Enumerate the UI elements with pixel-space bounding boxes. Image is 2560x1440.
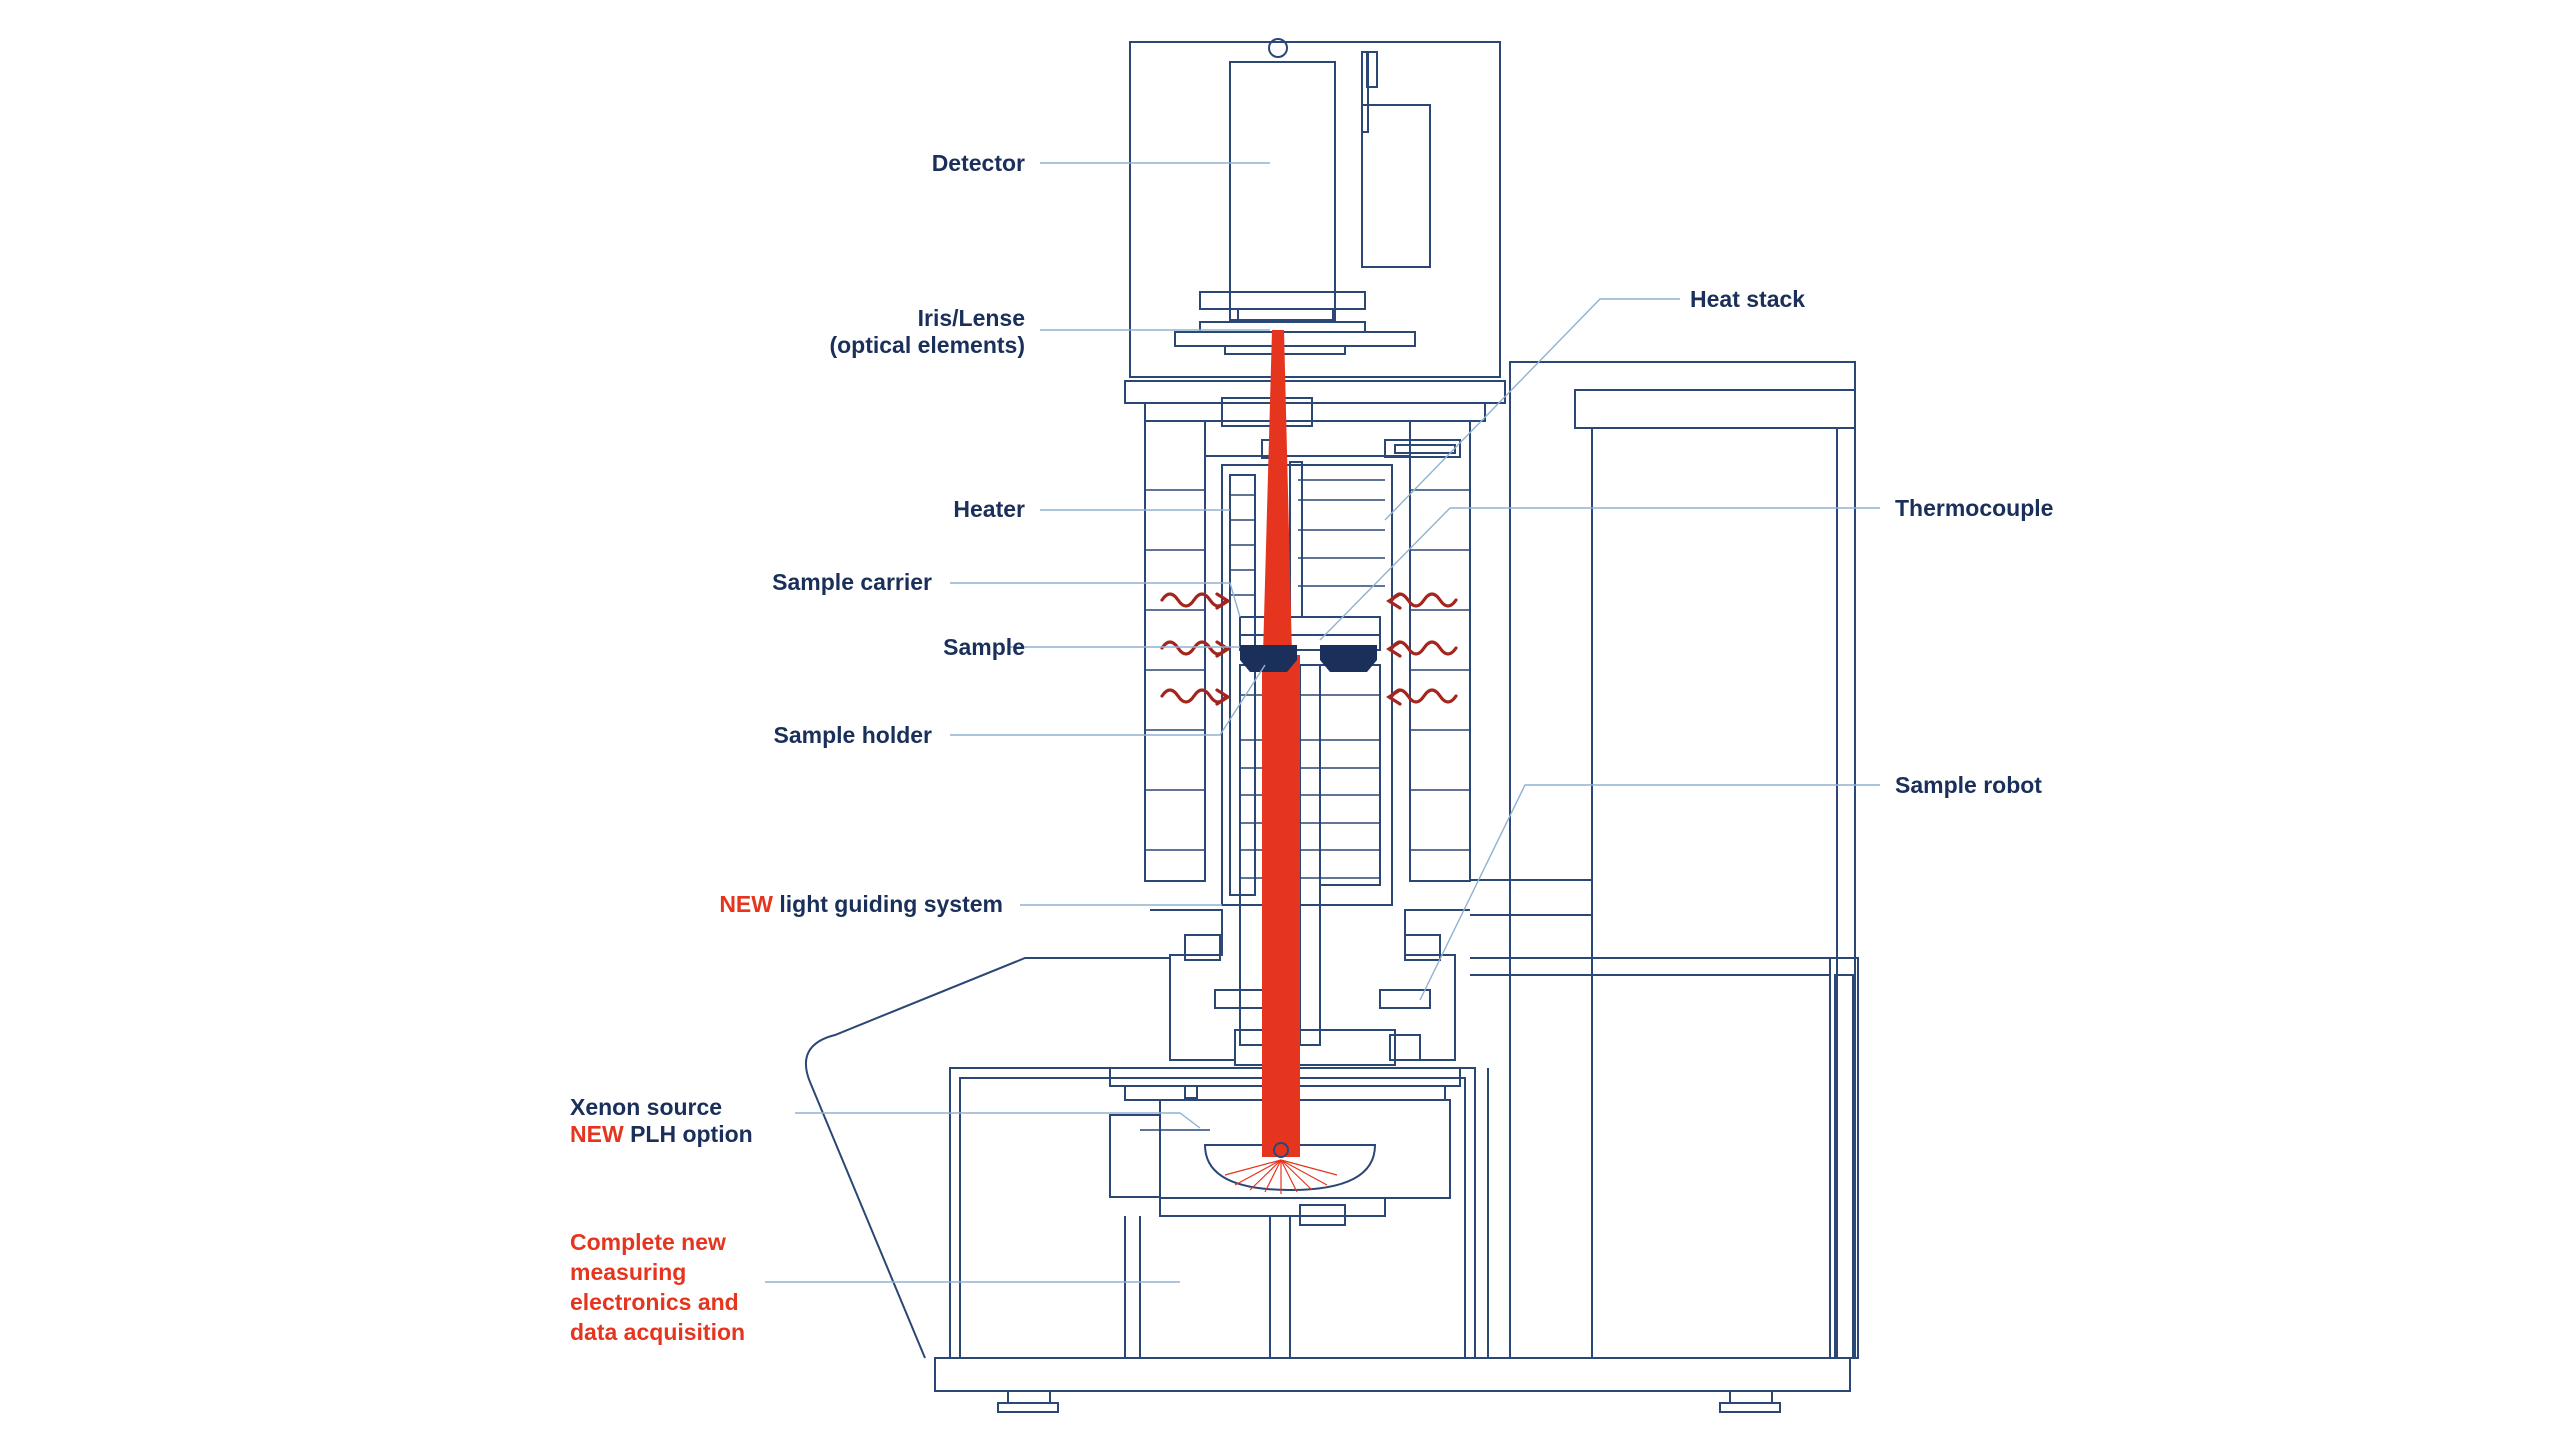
- instrument-outline: [805, 38, 1859, 1413]
- label-sample-robot: Sample robot: [1895, 772, 2042, 798]
- heat-waves-right: [1386, 592, 1458, 706]
- sample-block-left: [1240, 645, 1297, 672]
- leader-lines: [765, 162, 1880, 1283]
- label-heater: Heater: [953, 496, 1025, 522]
- label-xenon-plh: PLH option: [630, 1121, 753, 1147]
- label-electronics-line3: electronics and: [570, 1289, 739, 1315]
- label-sample-carrier: Sample carrier: [772, 569, 932, 595]
- label-electronics-line4: data acquisition: [570, 1319, 745, 1345]
- label-electronics-line2: measuring: [570, 1259, 686, 1285]
- label-iris-line1: Iris/Lense: [918, 305, 1025, 331]
- label-xenon-new: NEW: [570, 1121, 624, 1147]
- labels-left: Detector Iris/Lense (optical elements) H…: [570, 150, 1025, 1345]
- label-light-guiding-text: light guiding system: [779, 891, 1003, 917]
- label-sample-holder: Sample holder: [774, 722, 933, 748]
- label-sample: Sample: [943, 634, 1025, 660]
- label-detector: Detector: [932, 150, 1025, 176]
- label-xenon-line1: Xenon source: [570, 1094, 722, 1120]
- sample-block-right: [1320, 645, 1377, 672]
- label-heat-stack: Heat stack: [1690, 286, 1805, 312]
- label-light-guiding-new: NEW: [719, 891, 773, 917]
- label-iris-line2: (optical elements): [829, 332, 1025, 358]
- lamp-rays: [1224, 1159, 1338, 1194]
- heat-waves-left: [1160, 592, 1231, 706]
- labels-right: Heat stack Thermocouple Sample robot: [1690, 286, 2053, 798]
- sample-blocks: [1240, 645, 1377, 672]
- label-xenon-line2: NEW PLH option: [570, 1121, 753, 1147]
- light-beam: [1224, 330, 1338, 1194]
- label-electronics-line1: Complete new: [570, 1229, 726, 1255]
- label-thermocouple: Thermocouple: [1895, 495, 2053, 521]
- label-light-guiding: NEW light guiding system: [719, 891, 1003, 917]
